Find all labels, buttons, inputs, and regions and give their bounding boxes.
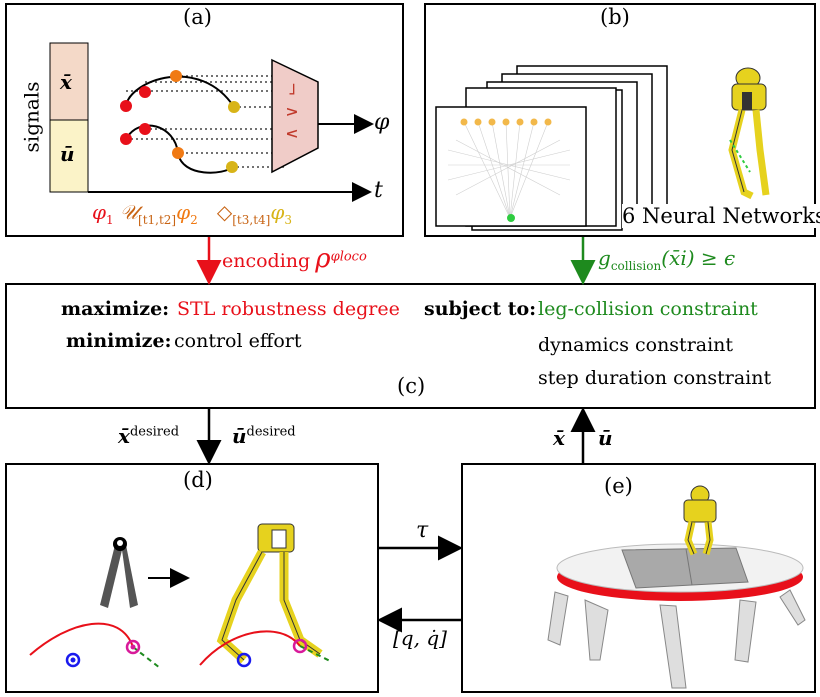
state-label: [q, q̇] — [393, 626, 447, 650]
phi1-sub: 1 — [106, 213, 114, 227]
u-feedback-label: ū — [598, 426, 613, 450]
x-desired-symbol: x̄ — [118, 424, 130, 448]
signal-dot — [172, 147, 184, 159]
signals-label: signals — [19, 81, 44, 153]
signal-u-block — [49, 119, 89, 193]
constraint-leg-collision: leg-collision constraint — [538, 298, 758, 320]
maximize-value: STL robustness degree — [177, 298, 400, 320]
trajectory-curve-left — [29, 622, 134, 656]
g-argument: (x̄i) ≥ ϵ — [661, 246, 736, 270]
panel-c-label: (c) — [397, 374, 426, 398]
signal-dot — [139, 123, 151, 135]
signal-dot — [120, 133, 132, 145]
encoding-label: encoding ρφloco — [222, 244, 367, 274]
swing-foot-marker — [125, 639, 141, 655]
nn-output-node — [507, 214, 515, 222]
u-desired-label: ūdesired — [232, 424, 296, 448]
u-desired-symbol: ū — [232, 424, 247, 448]
eventually-operator: ◇ — [216, 200, 233, 224]
eventually-interval: [t3,t4] — [232, 213, 271, 227]
panel-b-label: (b) — [600, 5, 630, 29]
phi2: φ — [176, 200, 191, 224]
logic-gate — [271, 58, 319, 174]
panel-a-label: (a) — [183, 5, 212, 29]
minimize-value: control effort — [174, 330, 302, 352]
rho-superscript: φloco — [330, 249, 367, 265]
x-feedback-label: x̄ — [553, 426, 565, 450]
gate-symbols: ¬ ∧ ∨ — [282, 82, 302, 142]
constraint-dynamics: dynamics constraint — [538, 334, 734, 356]
phi3: φ — [270, 200, 285, 224]
encoding-text: encoding — [222, 250, 311, 272]
phi3-sub: 3 — [284, 213, 292, 227]
signal-dot — [226, 161, 238, 173]
robot-illustration-d — [216, 523, 323, 664]
minimize-key: minimize: — [66, 330, 172, 352]
panel-d-label: (d) — [183, 468, 213, 492]
simulation-table — [547, 543, 806, 689]
trajectory-curve-right — [199, 630, 301, 666]
until-operator: 𝒰 — [120, 200, 139, 224]
x-desired-superscript: desired — [129, 424, 180, 440]
phi1: φ — [92, 200, 107, 224]
panel-c — [5, 283, 816, 409]
signal-dot — [228, 101, 240, 113]
maximize-key: maximize: — [61, 298, 170, 320]
signal-dot — [170, 70, 182, 82]
signal-dot — [120, 100, 132, 112]
signal-dot — [139, 86, 151, 98]
signal-curve-1 — [125, 75, 235, 108]
robot-illustration-e — [683, 485, 717, 556]
collision-label: gcollision(x̄i) ≥ ϵ — [598, 246, 735, 273]
u-desired-superscript: desired — [246, 424, 296, 440]
x-bar-symbol: x̄ — [60, 70, 72, 94]
constraint-step-duration: step duration constraint — [538, 367, 772, 389]
stance-foot-marker — [65, 652, 81, 668]
subject-to-key: subject to: — [424, 298, 537, 320]
u-bar-symbol: ū — [60, 142, 75, 166]
until-interval: [t1,t2] — [138, 213, 177, 227]
phi-output: φ — [374, 110, 390, 135]
robot-illustration-b — [728, 67, 770, 200]
time-axis-label: t — [374, 178, 383, 203]
rho-symbol: ρ — [315, 244, 331, 274]
neural-networks-label: 6 Neural Networks — [622, 204, 820, 228]
x-desired-label: x̄desired — [118, 424, 179, 448]
leg-icon — [100, 537, 138, 608]
stl-formula: φ1 𝒰[t1,t2]φ2 ◇[t3,t4]φ3 — [92, 200, 292, 227]
phi2-sub: 2 — [190, 213, 198, 227]
g-subscript: collision — [610, 259, 662, 273]
tau-label: τ — [416, 518, 429, 543]
g-symbol: g — [598, 246, 611, 270]
panel-e-label: (e) — [604, 474, 633, 498]
